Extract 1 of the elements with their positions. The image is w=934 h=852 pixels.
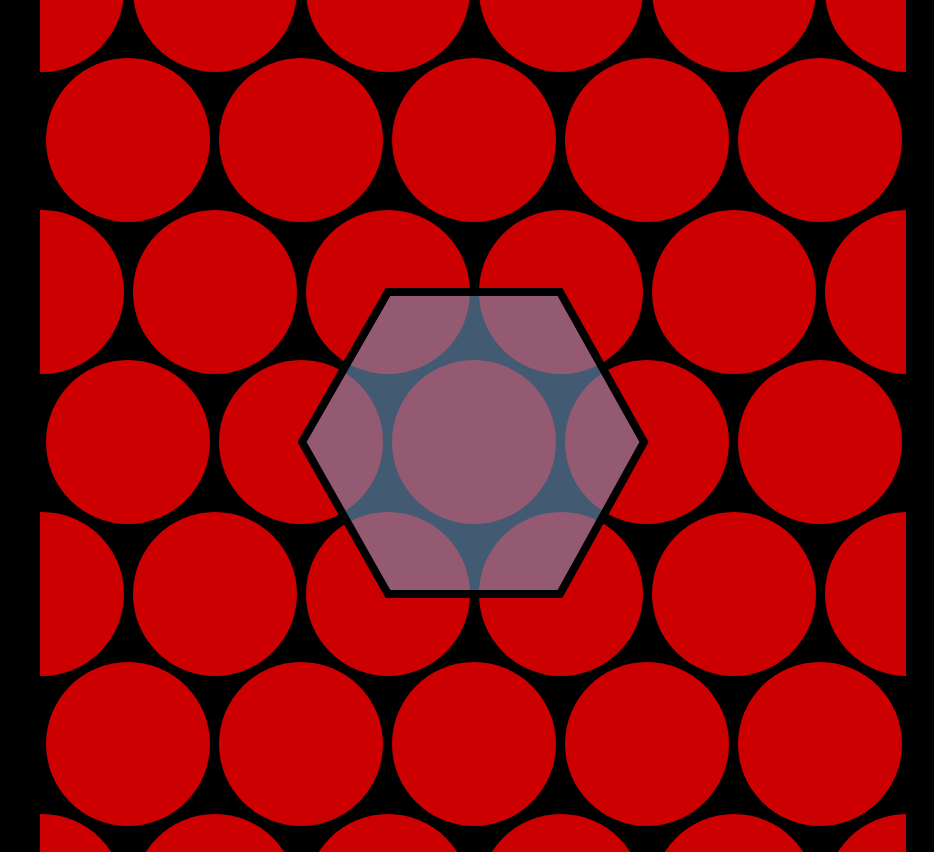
- unit-cell-hexagon: [298, 286, 650, 600]
